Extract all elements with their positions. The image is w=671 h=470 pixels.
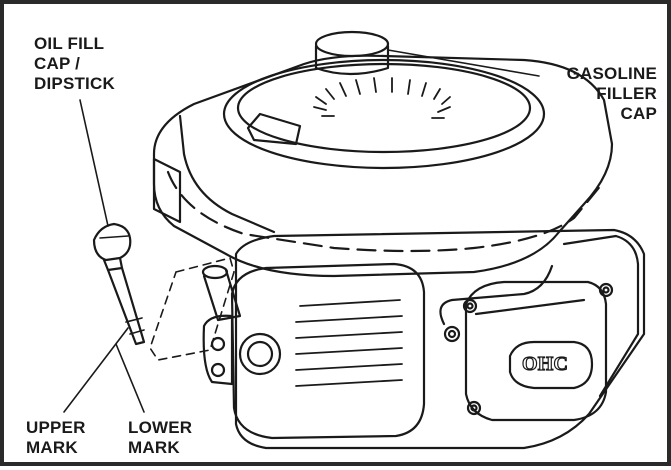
shroud-ridge — [178, 114, 276, 234]
lower-mark-label: LOWER MARK — [128, 418, 193, 457]
fuel-cap-top — [314, 30, 390, 58]
leader-lower-mark — [115, 343, 145, 413]
muffler — [464, 280, 608, 422]
engine-drawing — [63, 30, 646, 450]
ohc-badge — [508, 340, 594, 390]
engine-shroud — [152, 54, 614, 278]
engine-block — [234, 228, 646, 450]
air-cleaner-knob — [238, 332, 282, 376]
muffler-heat-shield — [474, 298, 586, 316]
leader-upper-mark — [63, 327, 129, 413]
shroud-tab — [152, 157, 182, 224]
ohc-badge-text: OHC — [521, 353, 569, 375]
leader-oil-fill — [79, 99, 109, 227]
spark-plug-wire — [439, 264, 554, 326]
fuel-cap-body — [314, 44, 390, 76]
starter-inner — [236, 62, 532, 154]
dipstick-dashed-outline — [149, 257, 235, 361]
oil-fill-cap-label: OIL FILL CAP / DIPSTICK — [34, 34, 115, 93]
gasoline-filler-cap-label: GASOLINE FILLER CAP — [566, 64, 657, 123]
starter-handle — [246, 112, 302, 146]
starter-dome — [222, 58, 546, 170]
dipstick-rod — [106, 266, 146, 346]
block-side-panel — [562, 234, 640, 398]
shroud-dashed-edge — [166, 170, 604, 253]
oil-fill-tube — [202, 268, 242, 322]
dipstick-cap — [92, 222, 132, 262]
leader-gasoline — [387, 49, 540, 77]
air-cleaner — [230, 262, 426, 440]
upper-mark-label: UPPER MARK — [26, 418, 86, 457]
